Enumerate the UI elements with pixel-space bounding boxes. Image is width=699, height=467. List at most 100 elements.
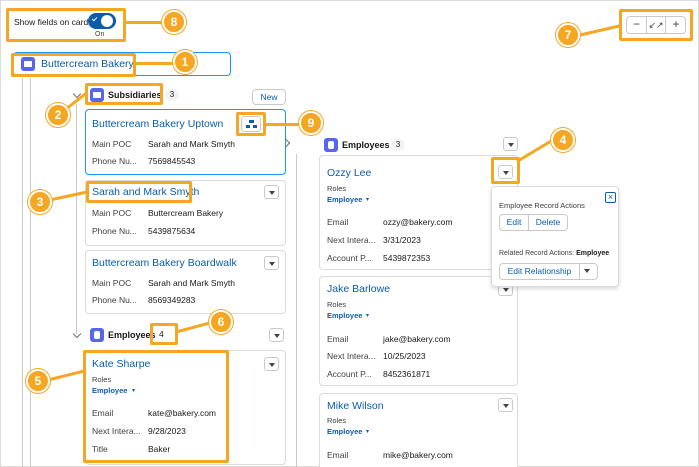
field-label: Email xyxy=(92,408,114,418)
subsidiary-title[interactable]: Buttercream Bakery Boardwalk xyxy=(92,257,237,269)
field-label: Main POC xyxy=(92,139,132,149)
leader-9 xyxy=(266,123,300,126)
field-value: 8452361871 xyxy=(383,369,431,379)
field-value: mike@bakery.com xyxy=(383,450,453,460)
employee-title[interactable]: Kate Sharpe xyxy=(92,358,151,370)
account-icon xyxy=(21,57,35,71)
edit-button[interactable]: Edit xyxy=(499,214,529,231)
show-fields-toggle[interactable] xyxy=(88,13,116,29)
employees-count: 3 xyxy=(391,139,405,151)
role-value[interactable]: Employee xyxy=(327,427,363,436)
zoom-in-button[interactable]: + xyxy=(672,17,680,31)
roles-label: Roles xyxy=(92,375,112,384)
chevron-down-icon[interactable]: ▾ xyxy=(366,313,370,319)
subsidiary-card[interactable] xyxy=(85,109,286,175)
toggle-state: On xyxy=(95,31,105,38)
callout-4: 4 xyxy=(551,128,575,152)
employees-label: Employees xyxy=(342,140,390,150)
field-label: Account P... xyxy=(327,253,372,263)
view-hierarchy-button[interactable] xyxy=(241,116,261,132)
leader-1 xyxy=(136,62,174,65)
new-button[interactable]: New xyxy=(252,89,286,105)
highlight-subsidiaries xyxy=(85,83,163,105)
subsidiary-title[interactable]: Sarah and Mark Smyth xyxy=(92,186,200,198)
field-value: 8569349283 xyxy=(148,295,196,305)
field-label: Title xyxy=(92,444,108,454)
tree-line xyxy=(76,104,77,334)
card-menu-button[interactable] xyxy=(264,185,279,199)
card-menu-button[interactable] xyxy=(498,398,513,412)
record-actions-popover: × Employee Record Actions Edit Delete Re… xyxy=(491,186,619,287)
field-value: 5439875634 xyxy=(148,226,196,236)
subsidiary-title[interactable]: Buttercream Bakery Uptown xyxy=(92,118,224,130)
people-icon xyxy=(324,138,338,152)
callout-8: 8 xyxy=(162,10,186,34)
chevron-down-icon[interactable]: ▾ xyxy=(366,197,370,203)
related-actions-prefix: Related Record Actions: xyxy=(499,250,575,257)
highlight-employee-card xyxy=(83,350,229,463)
role-value[interactable]: Employee xyxy=(327,195,363,204)
employee-card[interactable] xyxy=(319,276,518,386)
card-menu-button[interactable] xyxy=(264,256,279,270)
field-label: Main POC xyxy=(92,278,132,288)
employee-title[interactable]: Jake Barlowe xyxy=(327,283,391,295)
field-value: 10/25/2023 xyxy=(383,351,426,361)
subsidiary-card[interactable] xyxy=(85,250,286,314)
role-value[interactable]: Employee xyxy=(327,311,363,320)
role-value[interactable]: Employee xyxy=(92,386,128,395)
employee-card[interactable] xyxy=(319,155,518,270)
fit-to-screen-icon[interactable]: ↙↗ xyxy=(647,17,666,33)
employees-label: Employees xyxy=(108,330,156,340)
callout-6: 6 xyxy=(209,310,233,334)
employee-title[interactable]: Ozzy Lee xyxy=(327,167,372,179)
subsidiary-card[interactable] xyxy=(85,180,286,246)
tree-line xyxy=(296,154,297,467)
employee-card[interactable] xyxy=(85,350,286,465)
field-value: Sarah and Mark Smyth xyxy=(148,139,235,149)
people-icon xyxy=(90,328,104,342)
hierarchy-icon xyxy=(249,120,254,123)
highlight-count xyxy=(150,323,178,345)
field-label: Phone Nu... xyxy=(92,156,137,166)
edit-relationship-button[interactable]: Edit Relationship xyxy=(499,263,580,280)
subsidiaries-count: 3 xyxy=(165,89,179,101)
field-label: Email xyxy=(327,217,349,227)
employee-title[interactable]: Mike Wilson xyxy=(327,400,384,412)
card-menu-button[interactable] xyxy=(498,165,513,179)
show-fields-label: Show fields on cards xyxy=(14,17,93,27)
callout-9: 9 xyxy=(299,111,323,135)
field-label: Phone Nu... xyxy=(92,226,137,236)
employee-card[interactable] xyxy=(319,393,518,467)
field-value: Baker xyxy=(148,444,171,454)
field-label: Email xyxy=(327,450,349,460)
field-label: Main POC xyxy=(92,208,132,218)
delete-button[interactable]: Delete xyxy=(528,214,568,231)
field-value: Buttercream Bakery xyxy=(148,208,224,218)
field-value: 5439872353 xyxy=(383,253,431,263)
card-menu-button[interactable] xyxy=(264,357,279,371)
roles-label: Roles xyxy=(327,300,347,309)
more-actions-button[interactable] xyxy=(579,263,598,280)
employees-menu-button[interactable] xyxy=(269,328,284,342)
field-label: Next Intera... xyxy=(327,351,376,361)
zoom-out-button[interactable]: − xyxy=(627,17,647,33)
field-value: kate@bakery.com xyxy=(148,408,216,418)
highlight-card-menu xyxy=(491,157,520,184)
hierarchy-icon-part xyxy=(253,125,257,128)
employees-count: 4 xyxy=(159,329,164,339)
chevron-down-icon[interactable]: ▾ xyxy=(132,388,136,394)
root-account-title[interactable]: Buttercream Bakery xyxy=(41,58,134,70)
field-value: 9/28/2023 xyxy=(148,426,186,436)
highlight-hierarchy xyxy=(236,112,266,136)
roles-label: Roles xyxy=(327,184,347,193)
toggle-knob xyxy=(101,15,113,27)
chevron-down-icon[interactable]: ▾ xyxy=(366,429,370,435)
subsidiaries-label: Subsidiaries xyxy=(108,90,162,100)
related-actions-label: Related Record Actions: Employee xyxy=(499,250,609,257)
highlight-root xyxy=(11,53,136,77)
callout-5: 5 xyxy=(26,369,50,393)
tree-line xyxy=(30,78,31,467)
roles-label: Roles xyxy=(327,416,347,425)
close-icon[interactable]: × xyxy=(605,192,616,203)
employees-menu-button[interactable] xyxy=(503,137,518,151)
